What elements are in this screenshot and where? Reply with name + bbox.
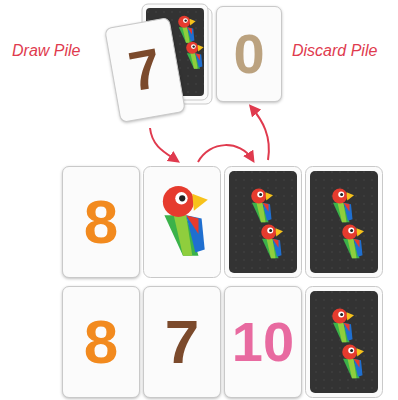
number-card: 0	[216, 6, 282, 102]
number-card: 8	[62, 286, 140, 398]
card-number: 8	[84, 311, 118, 373]
parrot-card	[144, 167, 221, 278]
number-card: 10	[224, 286, 302, 398]
card-number: 0	[233, 26, 264, 82]
pile-label: Discard Pile	[292, 42, 377, 60]
number-card: 8	[62, 166, 140, 278]
face-down-card	[306, 167, 383, 278]
pile-label: Draw Pile	[12, 42, 80, 60]
number-card: 7	[143, 286, 221, 398]
card-number: 10	[232, 314, 294, 370]
face-down-card	[306, 287, 383, 398]
move-arrow	[150, 108, 269, 162]
card-number: 8	[84, 191, 118, 253]
card-number: 7	[125, 40, 165, 101]
face-down-card	[225, 167, 302, 278]
card-number: 7	[165, 311, 199, 373]
